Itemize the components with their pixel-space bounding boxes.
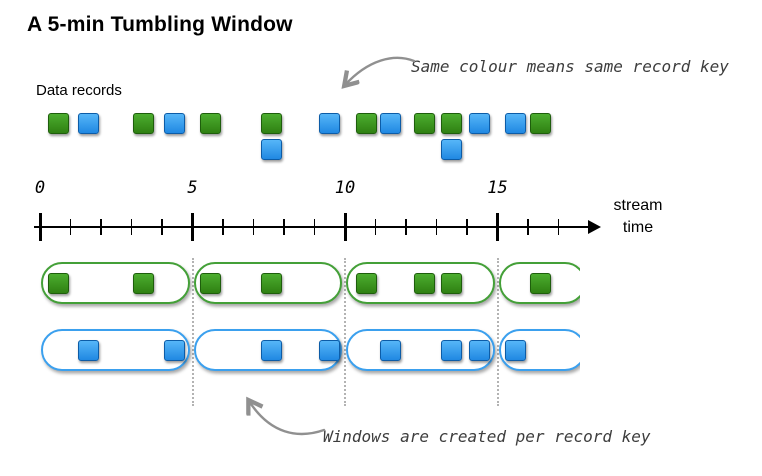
record-square-green [133, 113, 155, 134]
page-title: A 5-min Tumbling Window [27, 13, 293, 36]
window-record-square-blue [78, 339, 100, 361]
axis-minor-tick [100, 219, 102, 235]
axis-minor-tick [313, 219, 316, 235]
window-record-square-green [47, 272, 69, 294]
annotation-arrow-bottom-icon [236, 392, 326, 436]
axis-minor-tick [161, 219, 163, 235]
axis-major-tick [343, 213, 347, 241]
annotation-same-colour-text: Same colour means same record key [411, 57, 729, 76]
windows-area [0, 250, 580, 414]
window-boundary-line [344, 258, 346, 406]
window-record-square-blue [441, 339, 463, 361]
record-square-green [413, 113, 435, 134]
record-square-blue [261, 139, 283, 160]
window-record-square-blue [319, 339, 341, 361]
record-square-blue [380, 113, 402, 134]
axis-minor-tick [435, 219, 438, 235]
window-boundary-line [496, 258, 499, 406]
window-record-square-blue [380, 339, 402, 361]
record-square-green [441, 113, 463, 134]
window-record-square-green [529, 272, 551, 294]
window-record-square-green [261, 272, 283, 294]
stream-time-label: stream time [606, 195, 670, 239]
axis-minor-tick [527, 219, 529, 235]
annotation-windows-per-key-text: Windows are created per record key [323, 427, 651, 446]
axis-minor-tick [466, 219, 468, 235]
window-record-square-green [200, 272, 222, 294]
record-square-blue [505, 113, 527, 134]
axis-minor-tick [374, 219, 377, 235]
axis-minor-tick [222, 219, 224, 235]
stream-time-line2: time [622, 219, 654, 236]
record-square-green [200, 113, 222, 134]
timeline-axis [34, 226, 588, 228]
window-record-square-blue [261, 339, 283, 361]
timeline-arrowhead-icon [588, 220, 601, 234]
axis-major-tick [496, 213, 499, 241]
record-square-blue [468, 113, 490, 134]
annotation-arrow-top-icon [336, 56, 416, 100]
axis-tick-label: 5 [187, 178, 198, 198]
stream-time-line1: stream [613, 197, 663, 214]
record-square-green [47, 113, 69, 134]
record-square-blue [163, 113, 185, 134]
window-record-square-green [441, 272, 463, 294]
window-record-square-green [355, 272, 377, 294]
record-square-green [355, 113, 377, 134]
axis-minor-tick [69, 219, 72, 235]
record-square-blue [319, 113, 341, 134]
window-record-square-green [133, 272, 155, 294]
axis-minor-tick [557, 219, 560, 235]
window-record-square-blue [505, 339, 527, 361]
record-square-green [261, 113, 283, 134]
record-square-blue [441, 139, 463, 160]
window-record-square-blue [468, 339, 490, 361]
record-square-green [529, 113, 551, 134]
axis-minor-tick [252, 219, 255, 235]
window-record-square-green [413, 272, 435, 294]
axis-minor-tick [283, 219, 285, 235]
axis-minor-tick [130, 219, 133, 235]
axis-major-tick [191, 213, 194, 241]
record-square-blue [78, 113, 100, 134]
axis-tick-label: 10 [334, 178, 356, 198]
axis-tick-label: 0 [34, 178, 46, 198]
blue-window [498, 329, 580, 371]
axis-minor-tick [405, 219, 407, 235]
data-records-label: Data records [36, 82, 122, 99]
axis-major-tick [38, 213, 42, 241]
window-boundary-line [191, 258, 194, 406]
axis-tick-label: 15 [487, 178, 508, 198]
window-record-square-blue [163, 339, 185, 361]
